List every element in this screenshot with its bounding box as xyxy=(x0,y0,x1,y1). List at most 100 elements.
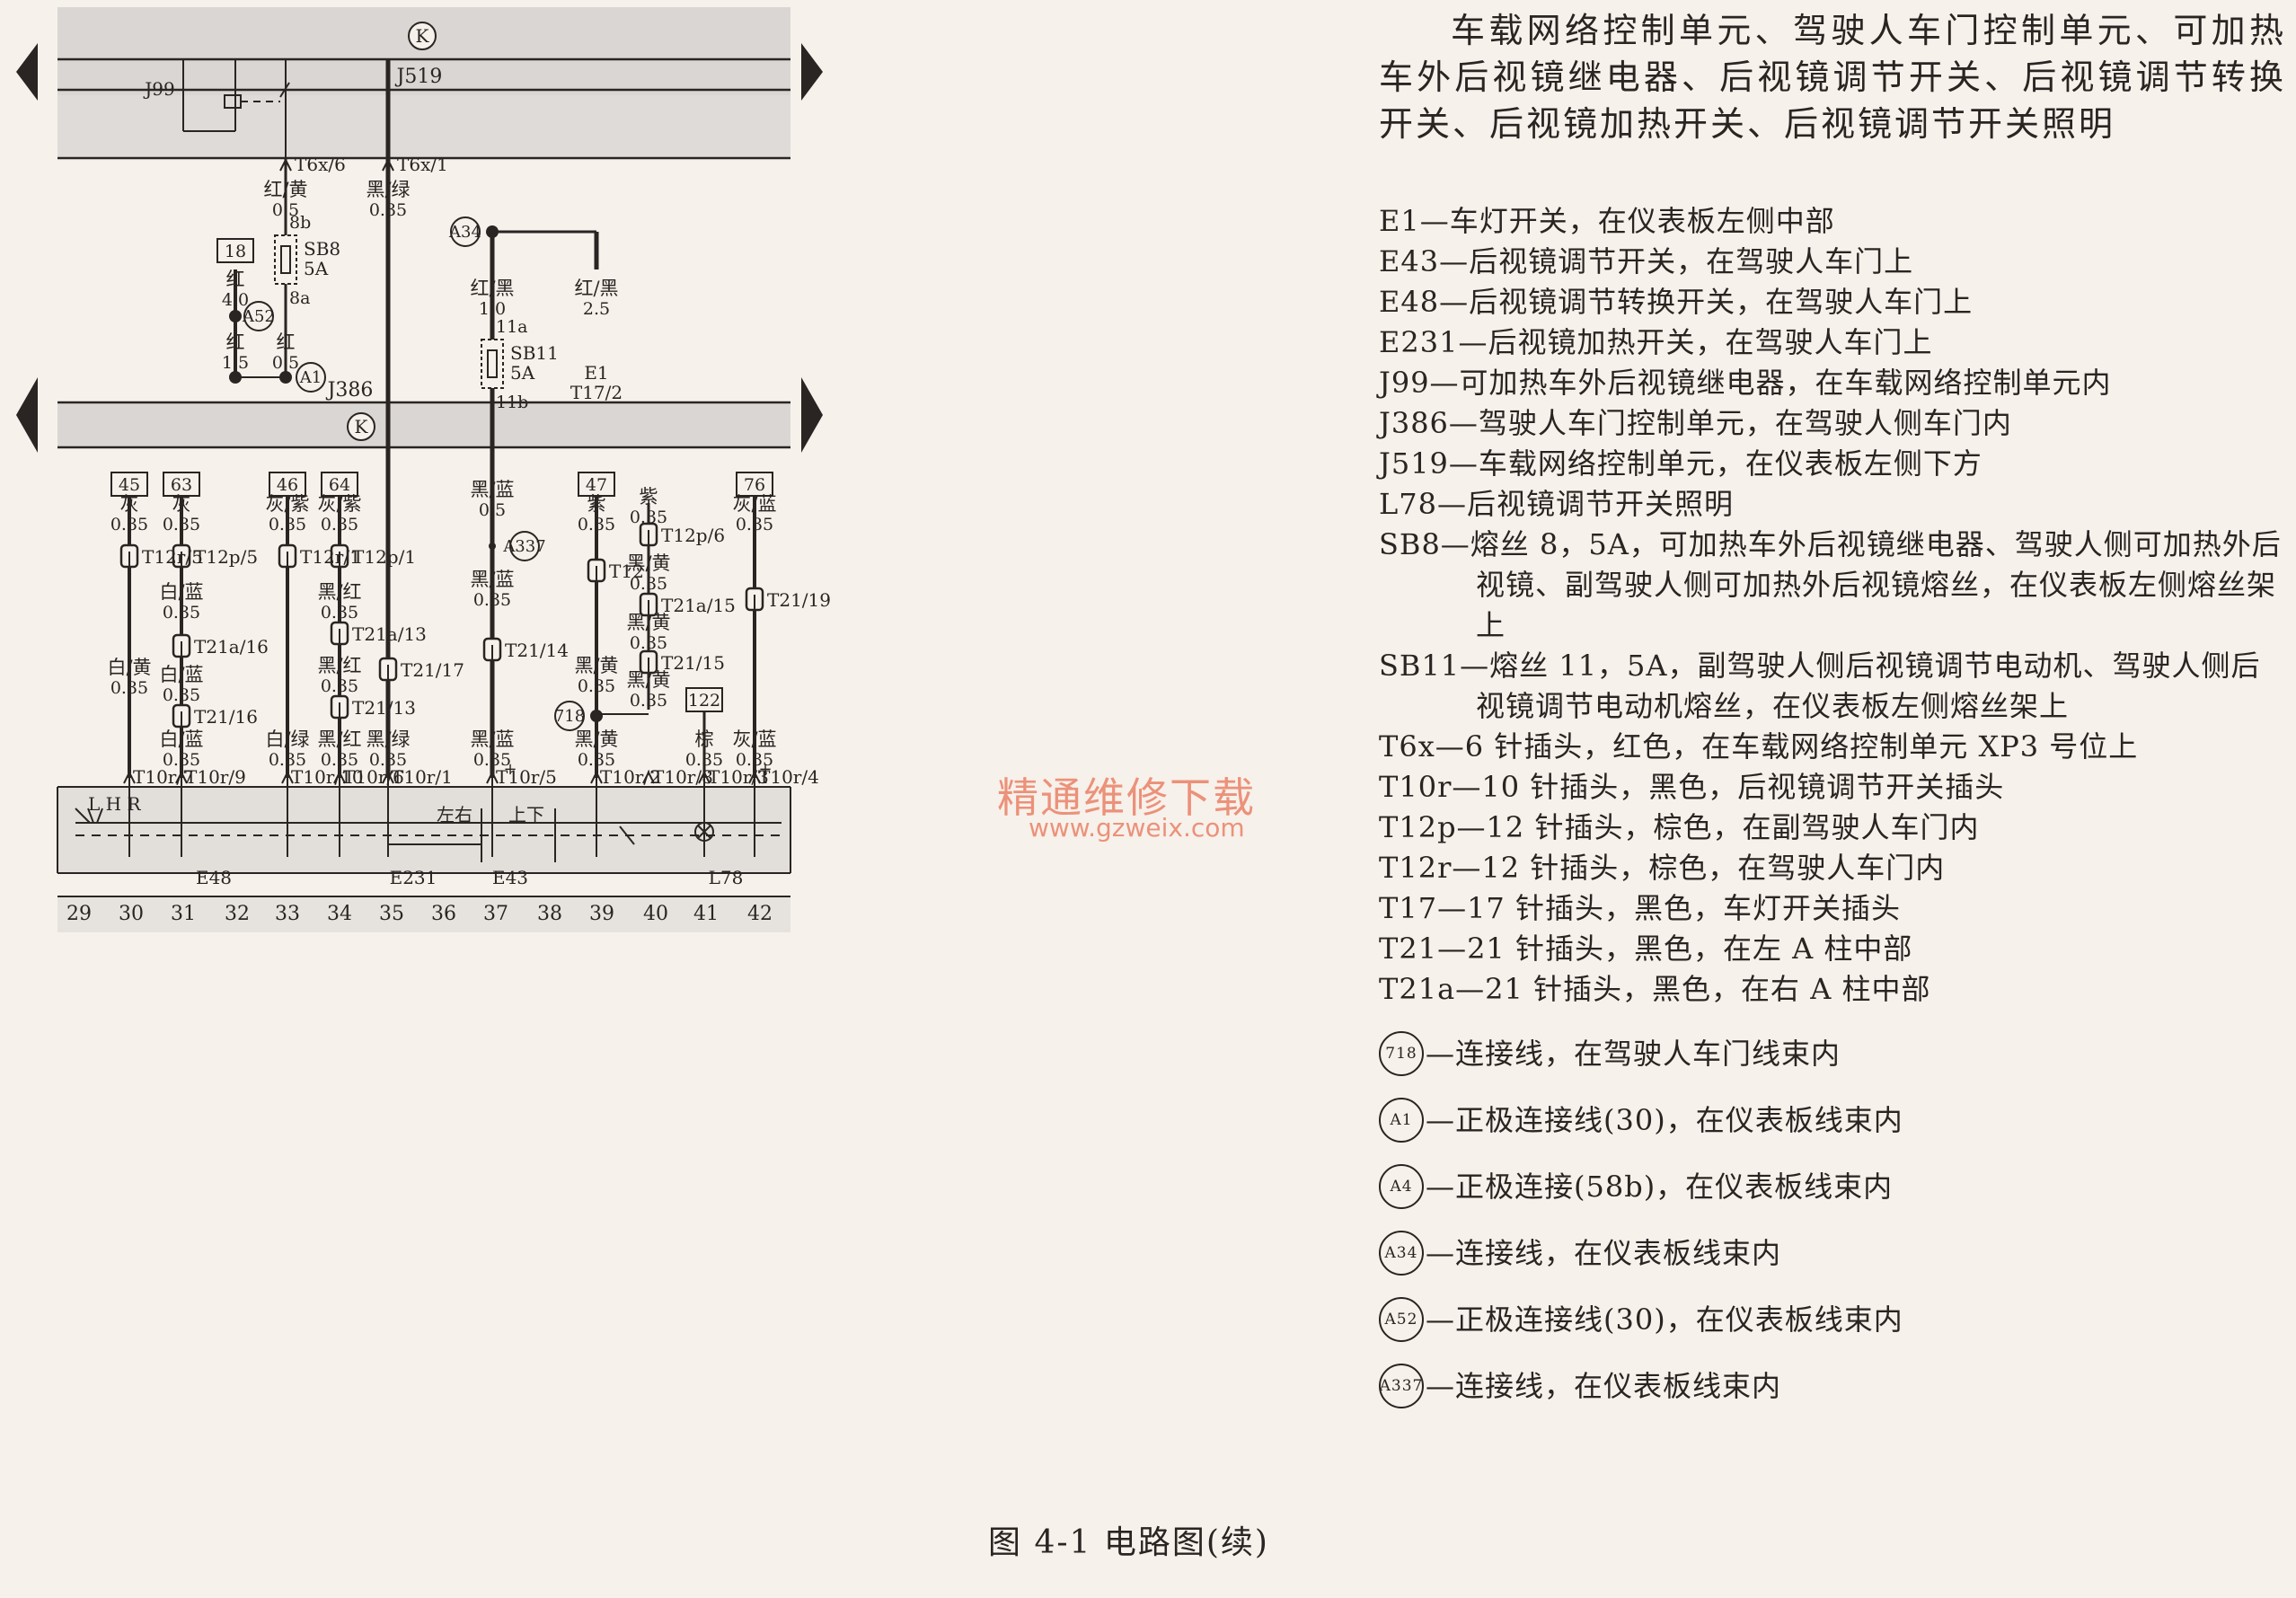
connector-label: T21/19 xyxy=(767,589,831,611)
pin-label: T6x/6 xyxy=(295,154,346,175)
legend-splice-item: A1—正极连接线(30)，在仪表板线束内 xyxy=(1379,1098,2286,1143)
wire-size: 0.35 xyxy=(163,750,200,770)
reference-number: 47 xyxy=(586,475,607,495)
k-symbol-label: K xyxy=(355,416,369,437)
splice-symbol: A337 xyxy=(1379,1364,1424,1408)
wire-color: 黑/黄 xyxy=(626,669,670,691)
wire-size: 0.35 xyxy=(630,633,667,653)
wire-size: 0.35 xyxy=(578,676,615,696)
legend-item: E1—车灯开关，在仪表板左侧中部 xyxy=(1379,204,1835,238)
junction-dot xyxy=(486,225,499,238)
wire-size: 0.35 xyxy=(269,750,306,770)
connector-label-t17: T17/2 xyxy=(570,382,623,403)
fuse-housing xyxy=(274,234,297,285)
lamp-icon xyxy=(694,822,714,842)
junction-dot xyxy=(279,371,292,384)
wire-size: 0.35 xyxy=(630,691,667,711)
splice-circle xyxy=(509,531,540,561)
grid-number: 32 xyxy=(225,903,250,925)
wire-size: 0.35 xyxy=(321,515,358,534)
grid-number: 29 xyxy=(66,903,92,925)
legend-item: J386—驾驶人车门控制单元，在驾驶人侧车门内 xyxy=(1379,406,2012,440)
legend-splice-item: 718—连接线，在驾驶人车门线束内 xyxy=(1379,1031,2286,1076)
pin-label: T10r/9 xyxy=(185,766,246,788)
next-arrow-icon xyxy=(801,377,823,453)
prev-arrow-icon xyxy=(16,43,38,101)
grid-number: 39 xyxy=(589,903,614,925)
wire-color: 白/蓝 xyxy=(159,664,203,685)
wire-color: 白/蓝 xyxy=(159,728,203,750)
k-symbol-circle xyxy=(408,22,437,50)
connector-label: T12 xyxy=(609,561,644,582)
pin-arrow xyxy=(279,157,292,172)
grid-number: 30 xyxy=(119,903,144,925)
legend: 车载网络控制单元、驾驶人车门控制单元、可加热车外后视镜继电器、后视镜调节开关、后… xyxy=(1379,7,2286,1408)
legend-item: L78—后视镜调节开关照明 xyxy=(1379,487,1734,521)
wire-size: 0.35 xyxy=(578,515,615,534)
wire-color: 白/绿 xyxy=(265,728,309,750)
pin-arrow xyxy=(642,770,655,784)
splice-symbol: A34 xyxy=(1379,1231,1424,1276)
wire-color: 红/黄 xyxy=(263,179,307,200)
switch-contact xyxy=(619,825,635,845)
fuse-rating: 5A xyxy=(304,258,329,279)
legend-item: SB8—熔丝 8，5A，可加热车外后视镜继电器、驾驶人侧可加热外后视镜、副驾驶人… xyxy=(1379,527,2282,642)
legend-splice-text: —连接线，在仪表板线束内 xyxy=(1426,1369,1782,1403)
wire-size: 0.35 xyxy=(110,515,148,534)
wire-size: 0.35 xyxy=(473,590,511,610)
legend-title: 车载网络控制单元、驾驶人车门控制单元、可加热车外后视镜继电器、后视镜调节开关、后… xyxy=(1379,11,2286,144)
unit-label-e48: E48 xyxy=(196,867,232,888)
pin-label: T10r/4 xyxy=(758,766,819,788)
band-grid xyxy=(57,896,790,932)
pin-arrow xyxy=(333,770,346,784)
wire-color: 黑/黄 xyxy=(626,552,670,574)
switch-lr-label: 左右 xyxy=(437,804,472,825)
reference-box xyxy=(685,687,723,712)
legend-splice-text: —正极连接(58b)，在仪表板线束内 xyxy=(1426,1170,1894,1204)
reference-box xyxy=(269,472,306,497)
relay-coil xyxy=(224,94,242,109)
unit-label-l78: L78 xyxy=(709,867,744,888)
legend-splice-item: A4—正极连接(58b)，在仪表板线束内 xyxy=(1379,1164,2286,1209)
pin-arrow xyxy=(123,770,136,784)
connector-label: T12p/5 xyxy=(194,546,258,568)
wire-color: 黑/红 xyxy=(317,728,361,750)
connector-label: T21a/16 xyxy=(194,636,269,658)
wire-color: 黑/黄 xyxy=(574,728,618,750)
k-symbol-label: K xyxy=(416,25,430,47)
splice-label: A34 xyxy=(448,223,481,242)
next-arrow-icon xyxy=(801,43,823,101)
pin-arrow xyxy=(382,157,394,172)
wire-size: 0.35 xyxy=(163,515,200,534)
wire-color: 棕 xyxy=(695,728,714,750)
grid-number: 35 xyxy=(379,903,404,925)
splice-circle xyxy=(243,301,274,331)
grid-number: 36 xyxy=(431,903,456,925)
switch-lhr-label: L H R xyxy=(88,793,141,815)
wire-size: 0.35 xyxy=(473,750,511,770)
fuse-element xyxy=(280,245,291,274)
connector-label: T21/17 xyxy=(401,659,464,681)
pin-label: T10r/5 xyxy=(496,766,557,788)
watermark-url: www.gzweix.com xyxy=(1029,813,1245,843)
pin-label: T10r/8 xyxy=(652,766,713,788)
fuse-element xyxy=(487,349,498,378)
fuse-name: SB11 xyxy=(510,342,559,364)
wire-size: 0.5 xyxy=(479,500,506,520)
wire-size: 0.35 xyxy=(321,603,358,622)
plus-sign: + xyxy=(758,760,772,779)
splice-label: A1 xyxy=(299,368,322,387)
pin-arrow xyxy=(281,770,294,784)
wire-size: 0.35 xyxy=(321,676,358,696)
legend-item: E231—后视镜加热开关，在驾驶人车门上 xyxy=(1379,325,1933,359)
fuse-pin: 11b xyxy=(496,393,528,412)
fuse-pin: 11a xyxy=(496,317,528,337)
switch-lever xyxy=(87,808,94,824)
k-symbol-circle xyxy=(347,412,375,441)
connector-label: T12r/5 xyxy=(142,546,203,568)
connector-label: T21/14 xyxy=(505,640,569,661)
legend-circle-items: 718—连接线，在驾驶人车门线束内 A1—正极连接线(30)，在仪表板线束内 A4—… xyxy=(1379,1031,2286,1408)
wire-size: 1.0 xyxy=(479,299,506,319)
